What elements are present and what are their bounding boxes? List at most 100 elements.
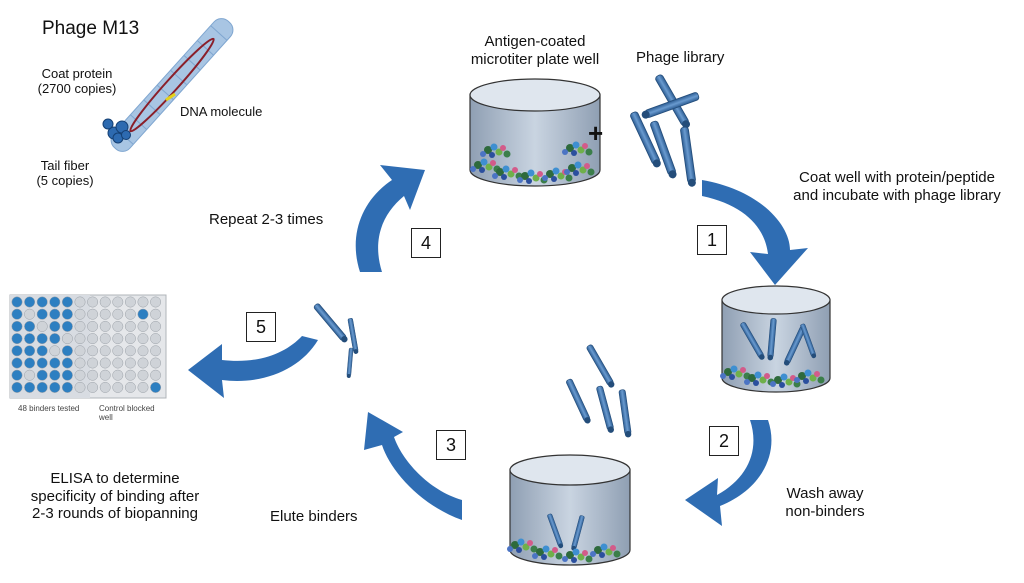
- elisa-well: [61, 308, 73, 320]
- elisa-well: [49, 296, 61, 308]
- elisa-well: [74, 308, 86, 320]
- elisa-well: [124, 320, 136, 332]
- elisa-well: [99, 333, 111, 345]
- coat-protein-shell: [110, 18, 234, 152]
- elisa-well: [61, 320, 73, 332]
- elisa-well: [49, 308, 61, 320]
- elisa-well: [74, 320, 86, 332]
- elisa-well: [137, 357, 149, 369]
- washed-well: [507, 454, 631, 566]
- elisa-well: [137, 333, 149, 345]
- elisa-well: [49, 357, 61, 369]
- elisa-well: [61, 333, 73, 345]
- elisa-well: [74, 296, 86, 308]
- dna-pointer: [165, 92, 176, 102]
- elisa-well: [24, 308, 36, 320]
- elisa-well: [11, 308, 23, 320]
- elisa-well: [36, 333, 48, 345]
- elisa-well: [11, 320, 23, 332]
- elisa-well: [112, 308, 124, 320]
- elisa-well: [36, 320, 48, 332]
- elisa-well: [150, 369, 162, 381]
- elisa-well: [11, 357, 23, 369]
- step-3-number: 3: [436, 430, 466, 460]
- tail-fiber-label: Tail fiber (5 copies): [20, 158, 110, 189]
- elisa-well: [87, 320, 99, 332]
- elisa-well: [112, 320, 124, 332]
- elisa-well: [36, 308, 48, 320]
- elisa-well: [49, 320, 61, 332]
- elisa-well: [87, 369, 99, 381]
- step-1-arrow: [702, 180, 808, 285]
- step-5-text-line3: 2-3 rounds of biopanning: [32, 505, 198, 523]
- elisa-well: [24, 333, 36, 345]
- elisa-wells: [11, 296, 162, 393]
- elisa-well: [124, 308, 136, 320]
- elisa-well: [36, 357, 48, 369]
- elisa-well: [74, 345, 86, 357]
- elisa-well: [61, 296, 73, 308]
- step-2-arrow: [685, 420, 772, 526]
- elisa-well: [11, 333, 23, 345]
- step-3-text: Elute binders: [270, 508, 358, 525]
- elisa-well: [137, 308, 149, 320]
- elisa-well: [137, 320, 149, 332]
- elisa-well: [150, 320, 162, 332]
- elisa-well: [150, 333, 162, 345]
- step-2-number: 2: [709, 426, 739, 456]
- elisa-well: [87, 345, 99, 357]
- phage-library: [629, 73, 701, 188]
- step-5-text-line1: ELISA to determine: [50, 470, 180, 487]
- elisa-well: [124, 296, 136, 308]
- elisa-well: [87, 333, 99, 345]
- elisa-well: [112, 296, 124, 308]
- elisa-well: [124, 333, 136, 345]
- elisa-caption-right: Control blocked well: [99, 404, 155, 423]
- elisa-well: [24, 296, 36, 308]
- elisa-well: [74, 369, 86, 381]
- elisa-caption-left: 48 binders tested: [18, 404, 80, 413]
- elisa-plate: [9, 294, 167, 399]
- tail-fiber-label-line1: Tail fiber: [40, 158, 90, 173]
- elisa-caption-right-line2: well: [99, 413, 113, 423]
- elisa-well: [99, 308, 111, 320]
- elisa-well: [99, 296, 111, 308]
- step-2-text-line2: non-binders: [785, 502, 865, 520]
- coat-protein-label-line1: Coat protein: [41, 66, 113, 81]
- elisa-well: [137, 369, 149, 381]
- elisa-well: [99, 345, 111, 357]
- elisa-well: [99, 369, 111, 381]
- step-2-text: Wash away non-binders: [770, 485, 880, 520]
- step-2-text-line1: Wash away: [786, 485, 864, 502]
- elisa-well: [87, 357, 99, 369]
- elisa-well: [61, 345, 73, 357]
- elisa-well: [112, 345, 124, 357]
- elisa-well: [49, 333, 61, 345]
- elisa-well: [24, 369, 36, 381]
- washed-away-phage: [565, 343, 633, 439]
- elisa-well: [36, 296, 48, 308]
- step-1-number: 1: [697, 225, 727, 255]
- elisa-well: [150, 357, 162, 369]
- dna-molecule-label: DNA molecule: [180, 104, 263, 119]
- elisa-well: [24, 381, 36, 393]
- elisa-well: [124, 345, 136, 357]
- phage-library-label: Phage library: [636, 49, 725, 66]
- elisa-well: [124, 369, 136, 381]
- elisa-well: [74, 357, 86, 369]
- step-5-text: ELISA to determine specificity of bindin…: [0, 470, 230, 523]
- elisa-well: [112, 333, 124, 345]
- elisa-well: [61, 369, 73, 381]
- elisa-well: [24, 357, 36, 369]
- phage-m13-illustration: [102, 18, 234, 152]
- step-4-arrow: [355, 165, 425, 272]
- elisa-well: [11, 345, 23, 357]
- antigen-coated-well: [469, 78, 601, 187]
- elisa-well: [87, 381, 99, 393]
- elisa-well: [137, 296, 149, 308]
- elisa-well: [11, 369, 23, 381]
- step-3-arrow: [364, 412, 462, 520]
- eluted-binders: [312, 302, 359, 379]
- phage-title: Phage M13: [42, 18, 140, 39]
